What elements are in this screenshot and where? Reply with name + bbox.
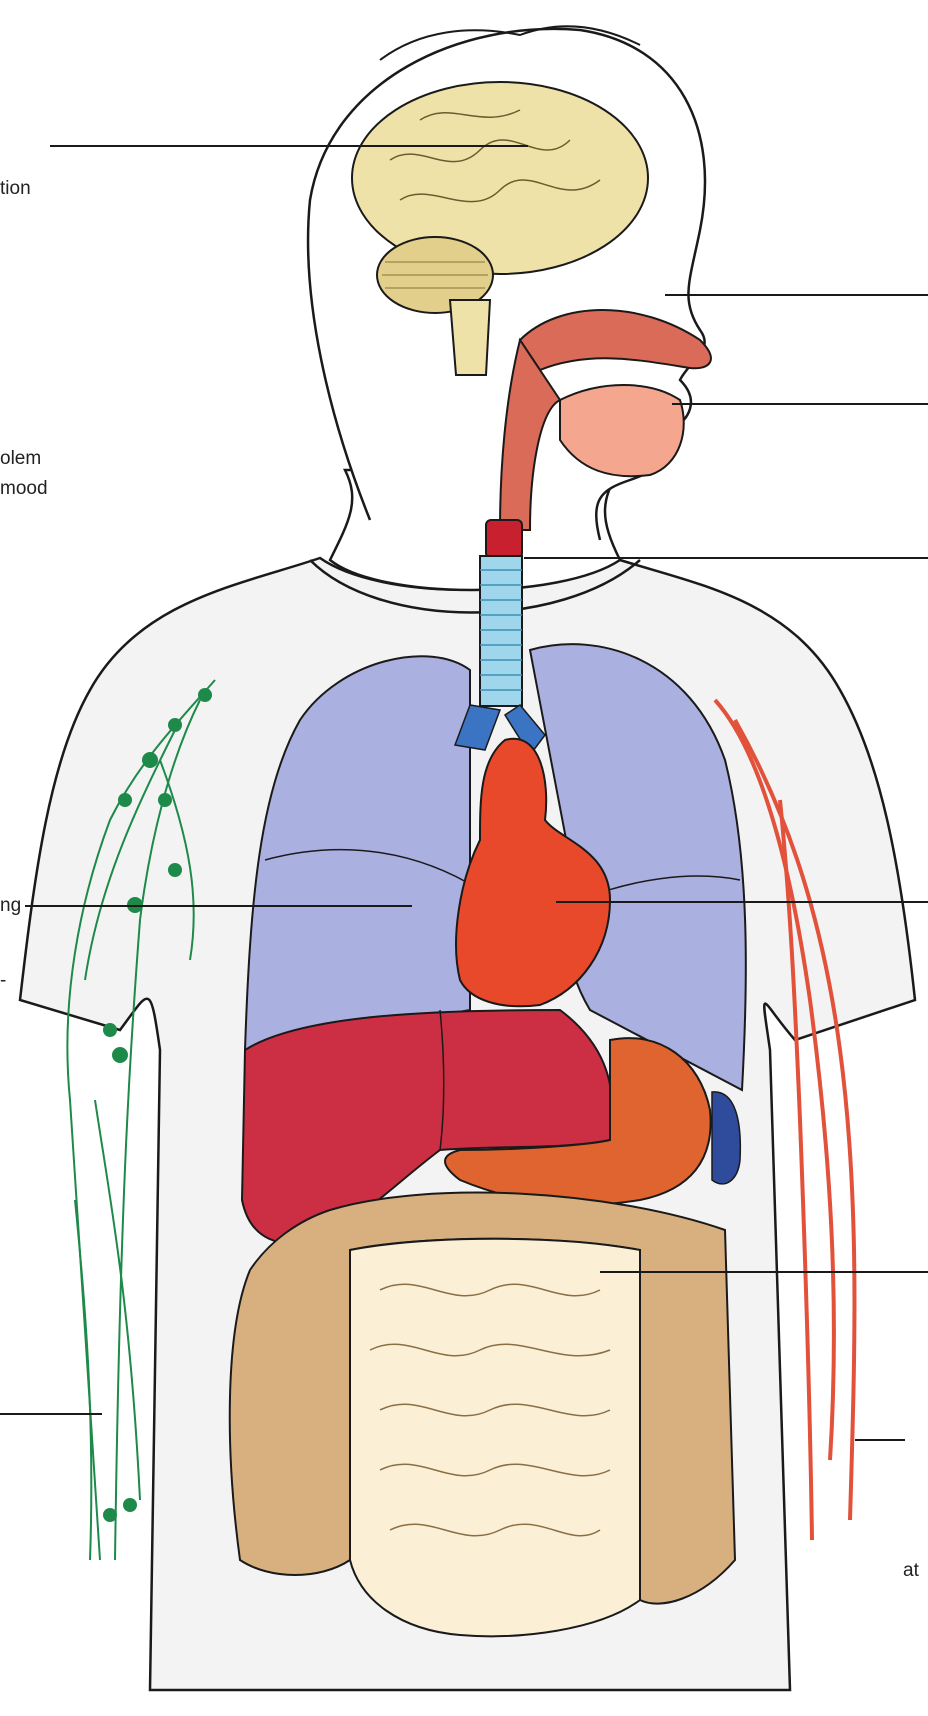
brain [352,82,648,274]
trachea [480,556,522,706]
label-fragment-mood: mood [0,478,48,500]
small-intestine [350,1239,640,1636]
label-fragment-artery: at [903,1560,919,1582]
label-fragment-hyphen: - [0,970,6,992]
label-fragment-brain: tion [0,178,31,200]
brain-stem [450,300,490,375]
larynx [486,520,522,558]
label-fragment-problem: olem [0,448,41,470]
label-fragment-lung: ng [0,895,21,917]
